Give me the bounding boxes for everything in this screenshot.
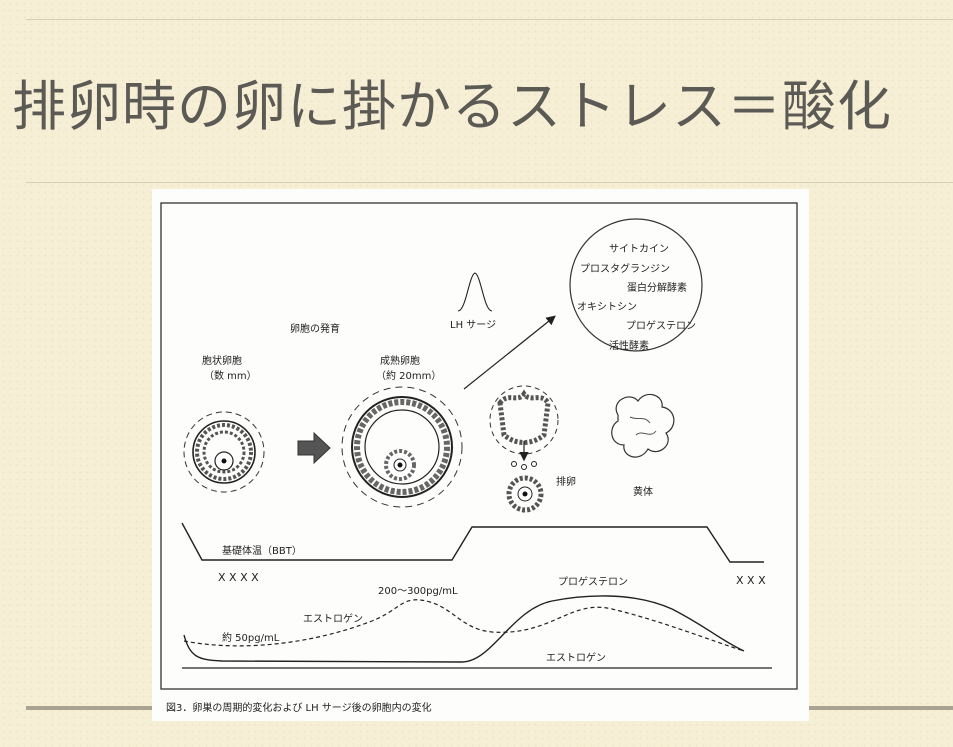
- bbt-marks-left: X X X X: [218, 571, 259, 584]
- lh-to-factors-arrow: [463, 315, 556, 390]
- factor-protease: 蛋白分解酵素: [627, 281, 687, 294]
- figure-svg: サイトカイン プロスタグランジン 蛋白分解酵素 オキシトシン プロゲステロン 活…: [160, 202, 798, 714]
- corpus-luteum-folds: [629, 416, 657, 436]
- factors-circle: [569, 218, 703, 352]
- corpus-luteum-label: 黄体: [633, 485, 653, 498]
- figure-frame: [160, 202, 798, 690]
- lh-surge-peak-icon: [457, 272, 493, 312]
- mature-follicle-illustration: [341, 386, 463, 508]
- factor-active-enzyme: 活性酵素: [609, 339, 649, 352]
- follicle-development-label: 卵胞の発育: [290, 322, 340, 335]
- progesterone-label: プロゲステロン: [558, 576, 628, 588]
- bbt-curve: [181, 522, 764, 563]
- factor-progesterone: プロゲステロン: [626, 320, 696, 332]
- mature-follicle-label: 成熟卵胞: [380, 354, 420, 367]
- antral-follicle-illustration: [183, 411, 265, 493]
- top-divider: [26, 19, 953, 20]
- title-divider: [26, 182, 953, 183]
- factor-prostaglandin: プロスタグランジン: [580, 262, 670, 275]
- factor-oxytocin: オキシトシン: [577, 301, 637, 313]
- estrogen-late-label: エストロゲン: [546, 652, 606, 664]
- mature-follicle-size: （約 20mm）: [376, 369, 441, 382]
- factor-cytokine: サイトカイン: [609, 243, 669, 255]
- development-arrow-icon: [297, 431, 331, 465]
- ovarian-cycle-figure: サイトカイン プロスタグランジン 蛋白分解酵素 オキシトシン プロゲステロン 活…: [152, 189, 809, 721]
- figure-caption: 図3．卵巣の周期的変化および LH サージ後の卵胞内の変化: [166, 701, 432, 714]
- bbt-label: 基礎体温（BBT）: [222, 544, 302, 557]
- ovulation-label: 排卵: [556, 475, 576, 488]
- estrogen-base-label: 約 50pg/mL: [222, 631, 280, 644]
- antral-follicle-label: 胞状卵胞: [202, 354, 242, 367]
- corpus-luteum-illustration: [611, 393, 675, 458]
- bottom-rule-left: [26, 706, 152, 710]
- estrogen-label: エストロゲン: [303, 613, 363, 625]
- bbt-marks-right: X X X: [736, 574, 766, 587]
- ovulated-oocyte-illustration: [506, 475, 544, 513]
- estrogen-peak-label: 200〜300pg/mL: [378, 586, 458, 597]
- estrogen-curve: [183, 599, 745, 652]
- lh-surge-label: LH サージ: [450, 319, 496, 331]
- bottom-rule-right: [809, 706, 953, 710]
- ovulating-follicle-illustration: [489, 385, 559, 470]
- slide-title: 排卵時の卵に掛かるストレス＝酸化: [12, 75, 892, 138]
- antral-follicle-size: （数 mm）: [204, 369, 257, 382]
- progesterone-curve: [183, 595, 745, 663]
